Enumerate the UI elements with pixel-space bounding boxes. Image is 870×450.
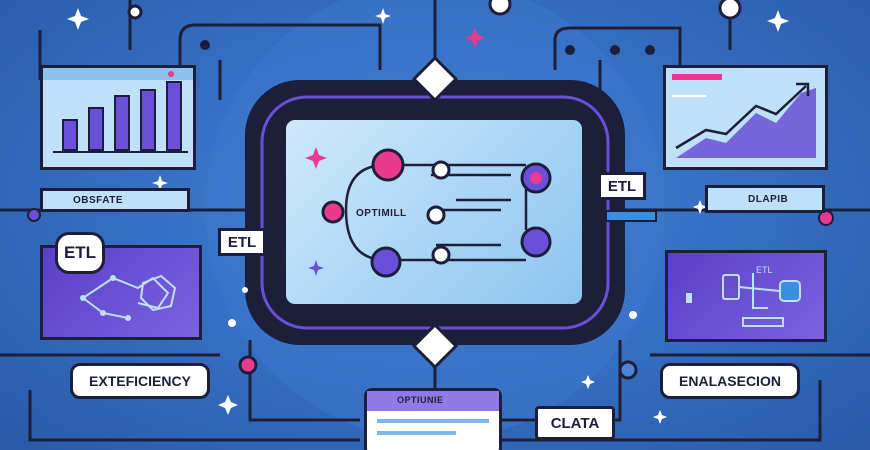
dlaipib-tag: DLAPIB: [705, 185, 825, 213]
etl-mini-label: ETL: [756, 265, 773, 275]
bar-chart-panel: [40, 65, 196, 170]
optiune-label: OPTIUNIE: [397, 395, 444, 405]
bar-chart-icon: [43, 68, 193, 153]
molecule-icon: [80, 274, 177, 321]
enalasecion-label: ENALASECION: [660, 363, 800, 399]
sparkle-icon: [67, 8, 789, 424]
node-graph-icon: [305, 147, 552, 278]
etl-right-label: ETL: [598, 172, 646, 200]
dlaipib-label: DLAPIB: [748, 194, 789, 205]
obsfate-label: OBSFATE: [73, 195, 123, 206]
clata-label: CLATA: [535, 406, 615, 440]
central-screen: OPTIMILL: [283, 117, 585, 307]
optimill-label: OPTIMILL: [356, 208, 407, 219]
obsfate-tag: OBSFATE: [40, 188, 190, 212]
diamond-icon: [411, 55, 459, 370]
line-chart-icon: [672, 74, 816, 158]
line-chart-panel: [663, 65, 828, 170]
etl-left-label: ETL: [218, 228, 266, 256]
slot-right: [605, 210, 657, 222]
flow-panel: ETL: [665, 250, 827, 342]
extefficiency-label: EXTEFICIENCY: [70, 363, 210, 399]
etl-center-label: ETL: [55, 232, 105, 274]
optiune-card: OPTIUNIE: [364, 388, 502, 450]
